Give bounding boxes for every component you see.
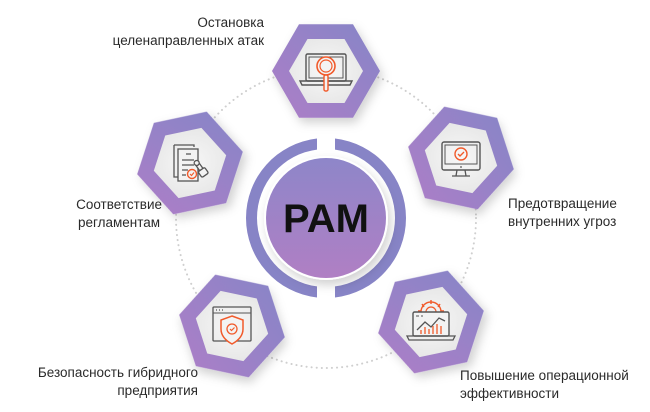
hexagon-inner <box>424 122 498 194</box>
label-line: Предотвращение <box>508 196 617 211</box>
label-targeted-attacks: Остановка целенаправленных атак <box>113 14 264 50</box>
label-insider-threats: Предотвращение внутренних угроз <box>508 195 617 231</box>
label-line: Соответствие <box>76 197 162 212</box>
label-compliance: Соответствие регламентам <box>76 196 162 232</box>
hexagon-operational-efficiency <box>378 270 484 374</box>
label-line: целенаправленных атак <box>112 33 264 48</box>
label-line: эффективности <box>460 386 560 401</box>
label-line: предприятия <box>117 383 198 398</box>
hexagon-targeted-attacks <box>272 24 380 118</box>
center-label: PAM <box>283 197 369 241</box>
laptop-chart-gear-icon <box>405 300 457 341</box>
center-circle <box>266 158 386 278</box>
hexagon-compliance <box>137 111 243 215</box>
label-line: регламентам <box>77 215 161 230</box>
label-line: Безопасность гибридного <box>37 365 198 380</box>
orbit-dotted-circle <box>175 67 477 369</box>
ring-segment-left <box>246 138 317 298</box>
laptop-magnifier-icon <box>298 53 354 92</box>
label-operational-efficiency: Повышение операционной эффективности <box>460 367 629 403</box>
ring-segment-right <box>335 138 406 298</box>
center-ring <box>246 138 406 298</box>
monitor-check-icon <box>441 141 481 177</box>
label-line: Повышение операционной <box>460 368 629 383</box>
label-line: внутренних угроз <box>508 214 617 229</box>
documents-stamp-icon <box>173 144 209 182</box>
hexagon-hybrid-security <box>179 274 285 378</box>
hexagon-insider-threats <box>408 106 514 210</box>
browser-shield-icon <box>212 306 252 345</box>
label-hybrid-security: Безопасность гибридного предприятия <box>38 364 198 400</box>
label-line: Остановка <box>197 15 264 30</box>
